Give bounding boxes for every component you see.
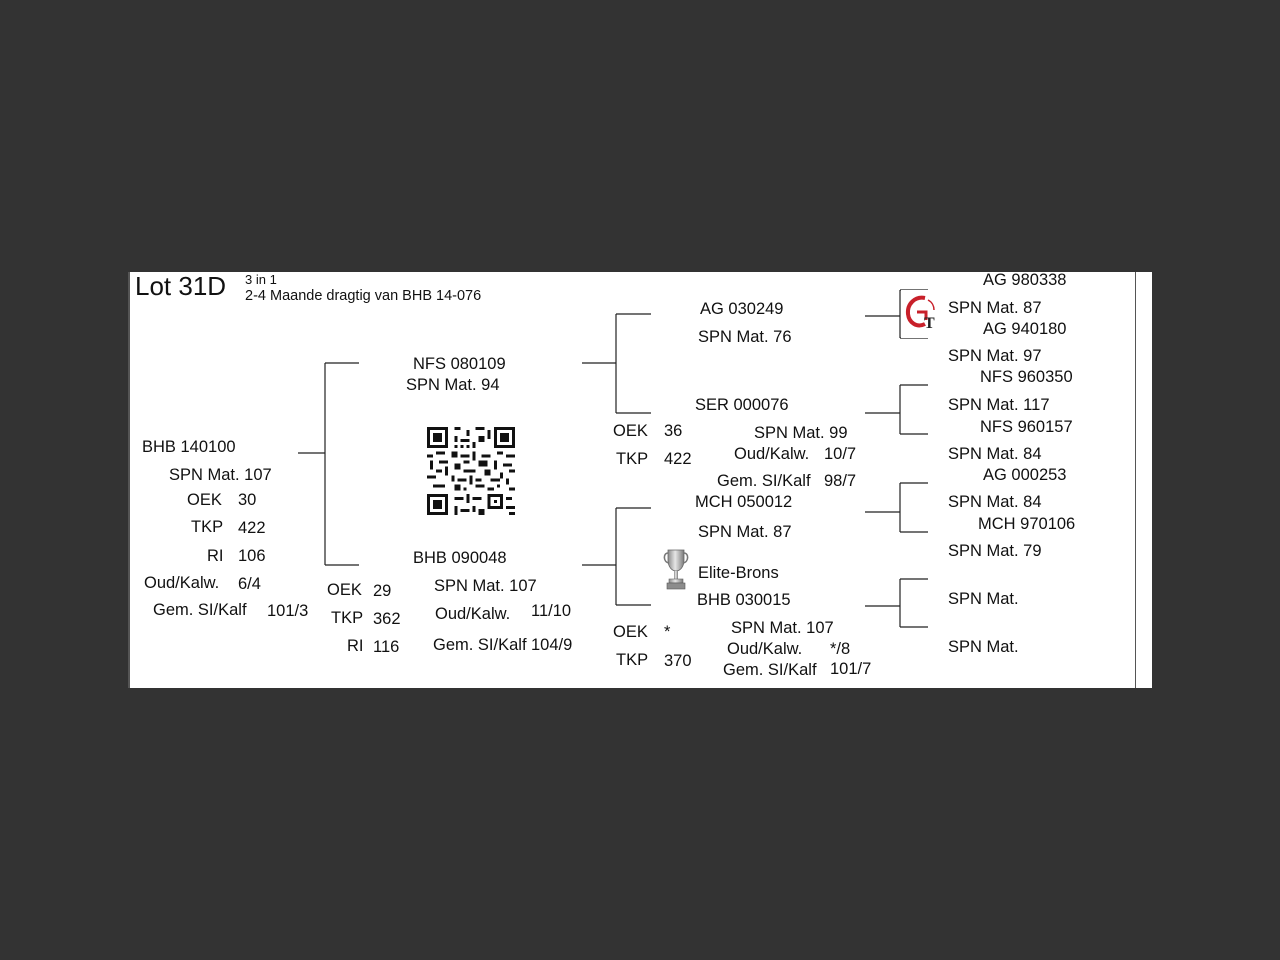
gen2-dd-gemsi-value: 101/7	[830, 660, 872, 678]
animal-gemsi-value: 101/3	[267, 602, 309, 620]
trophy-icon	[663, 549, 689, 590]
animal-spn: SPN Mat. 107	[169, 466, 272, 484]
gen2-dd-oek-label: OEK	[613, 623, 648, 641]
dam-ri-label: RI	[347, 637, 364, 655]
gen3-4-spn: SPN Mat. 84	[948, 445, 1042, 463]
animal-oudkalw-value: 6/4	[238, 575, 261, 593]
gt-logo-icon: T	[901, 290, 941, 338]
gen2-ds-spn: SPN Mat. 87	[698, 523, 792, 541]
gen2-sd-gemsi-value: 98/7	[824, 472, 857, 490]
gen2-dd-id: BHB 030015	[697, 591, 791, 609]
animal-tkp-value: 422	[238, 519, 266, 537]
gen2-dd-oudkalw-label: Oud/Kalw.	[727, 640, 803, 658]
lot-description: 2-4 Maande dragtig van BHB 14-076	[245, 288, 482, 304]
gen2-sd-spn: SPN Mat. 99	[754, 424, 848, 442]
animal-oek-value: 30	[238, 491, 257, 509]
gen3-4-id: NFS 960157	[980, 418, 1073, 436]
dam-tkp-value: 362	[373, 610, 401, 628]
animal-id: BHB 140100	[142, 438, 236, 456]
dam-oudkalw-label: Oud/Kalw.	[435, 605, 511, 623]
gen2-dd-spn: SPN Mat. 107	[731, 619, 834, 637]
dam-ri-value: 116	[373, 638, 400, 656]
gen3-5-spn: SPN Mat. 84	[948, 493, 1042, 511]
lot-package: 3 in 1	[245, 272, 277, 287]
gen2-ss-id: AG 030249	[700, 300, 784, 318]
gen2-sd-gemsi-label: Gem. SI/Kalf	[717, 472, 811, 490]
gen2-dd-tkp-label: TKP	[616, 651, 649, 669]
pedigree-sheet: Lot 31D 3 in 1 2-4 Maande dragtig van BH…	[128, 272, 1152, 688]
gen3-5-id: AG 000253	[983, 466, 1067, 484]
dam-oek-value: 29	[373, 582, 392, 600]
dam-oek-label: OEK	[327, 581, 362, 599]
gen2-dd-award: Elite-Brons	[698, 564, 779, 582]
gen2-dd-oudkalw-value: */8	[830, 640, 851, 658]
animal-tkp-label: TKP	[191, 518, 224, 536]
dam-id: BHB 090048	[413, 549, 507, 567]
gen2-dd-gemsi-label: Gem. SI/Kalf	[723, 661, 817, 679]
sheet-right-border	[1135, 272, 1136, 688]
animal-ri-value: 106	[238, 547, 266, 565]
lot-title: Lot 31D	[135, 272, 227, 301]
gen3-3-spn: SPN Mat. 117	[948, 396, 1050, 414]
gen3-2-spn: SPN Mat. 97	[948, 347, 1042, 365]
gen2-sd-oek-label: OEK	[613, 422, 648, 440]
gen2-ds-id: MCH 050012	[695, 493, 793, 511]
gen3-1-spn: SPN Mat. 87	[948, 299, 1042, 317]
dam-gemsi-label: Gem. SI/Kalf	[433, 636, 527, 654]
gen2-sd-oudkalw-value: 10/7	[824, 445, 857, 463]
sire-spn: SPN Mat. 94	[406, 376, 500, 394]
animal-oek-label: OEK	[187, 491, 222, 509]
sire-id: NFS 080109	[413, 355, 506, 373]
animal-ri-label: RI	[207, 547, 224, 565]
gen2-dd-tkp-value: 370	[664, 652, 692, 670]
dam-tkp-label: TKP	[331, 609, 364, 627]
svg-text:T: T	[924, 315, 935, 332]
gen3-3-id: NFS 960350	[980, 368, 1073, 386]
gen3-6-id: MCH 970106	[978, 515, 1076, 533]
gen2-sd-tkp-value: 422	[664, 450, 692, 468]
animal-gemsi-label: Gem. SI/Kalf	[153, 601, 247, 619]
sheet-left-border	[128, 272, 130, 688]
gen2-ss-spn: SPN Mat. 76	[698, 328, 792, 346]
gen2-sd-oudkalw-label: Oud/Kalw.	[734, 445, 810, 463]
gen3-1-id: AG 980338	[983, 272, 1067, 289]
gen2-sd-oek-value: 36	[664, 422, 683, 440]
pedigree-connector-lines	[298, 289, 928, 628]
gen3-8-spn: SPN Mat.	[948, 638, 1019, 656]
dam-gemsi-value: 104/9	[531, 636, 573, 654]
gen2-sd-tkp-label: TKP	[616, 450, 649, 468]
dam-oudkalw-value: 11/10	[531, 602, 572, 620]
qr-code-icon	[427, 427, 515, 515]
animal-oudkalw-label: Oud/Kalw.	[144, 574, 220, 592]
gen2-dd-oek-value: *	[664, 623, 671, 641]
dam-spn: SPN Mat. 107	[434, 577, 537, 595]
gen3-2-id: AG 940180	[983, 320, 1067, 338]
gen3-6-spn: SPN Mat. 79	[948, 542, 1042, 560]
gen2-sd-id: SER 000076	[695, 396, 789, 414]
gen3-7-spn: SPN Mat.	[948, 590, 1019, 608]
